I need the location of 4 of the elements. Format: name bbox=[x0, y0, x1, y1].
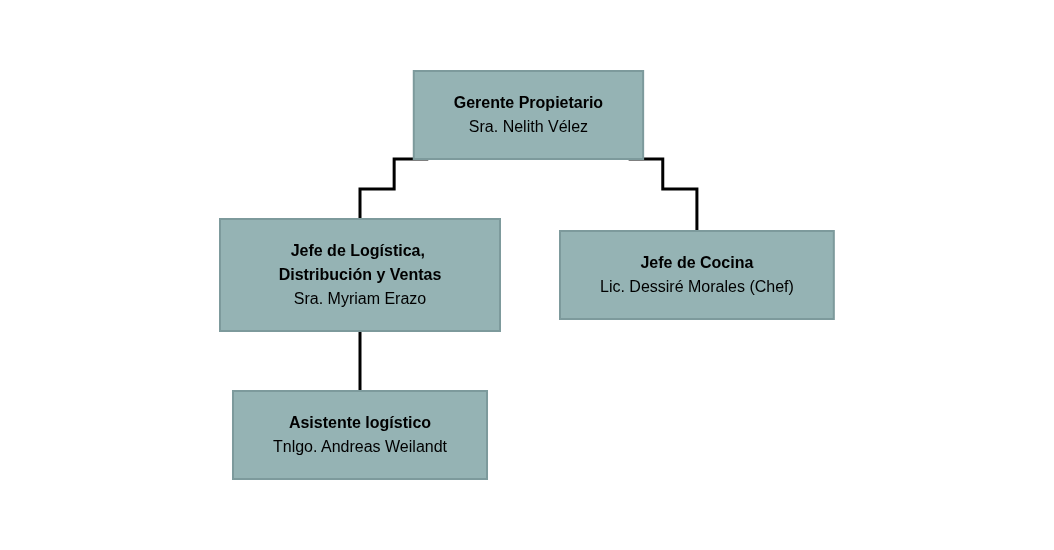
node-box: Asistente logístico Tnlgo. Andreas Weilandt bbox=[232, 390, 489, 480]
node-box: Gerente Propietario Sra. Nelith Vélez bbox=[412, 70, 645, 160]
node-box: Jefe de Logística, Distribución y Ventas Sra. Myriam Erazo bbox=[219, 218, 502, 332]
node-box: Jefe de Cocina Lic. Dessiré Morales (Chef) bbox=[559, 230, 835, 320]
